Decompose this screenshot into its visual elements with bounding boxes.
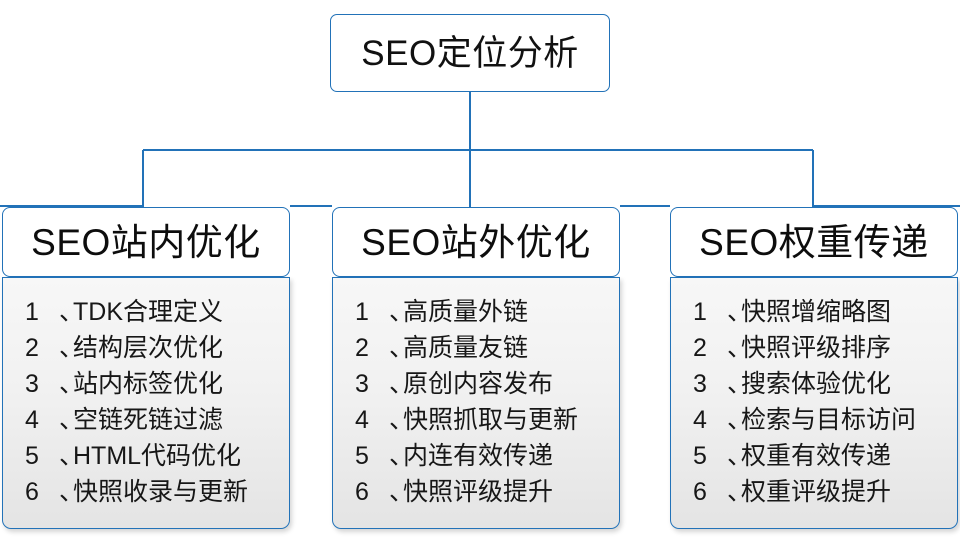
list-item-label: 高质量友链 <box>403 334 529 362</box>
list-item-index: 6 <box>355 478 369 506</box>
branch-column-2: SEO站外优化 1 、 高质量外链 2 、 高质量友链 3 、 原创内容发布 <box>332 207 620 529</box>
list-item-label: 内连有效传递 <box>403 442 554 470</box>
list-item-index: 6 <box>693 478 707 506</box>
list-item-index: 5 <box>25 442 39 470</box>
list-item[interactable]: 6 、 快照收录与更新 <box>25 472 289 508</box>
list-item-separator: 、 <box>389 478 415 506</box>
list-item-index: 5 <box>355 442 369 470</box>
branch-header-3[interactable]: SEO权重传递 <box>670 207 958 277</box>
list-item[interactable]: 2 、 快照评级排序 <box>693 328 957 364</box>
list-item-label: HTML代码优化 <box>73 442 242 470</box>
list-item-separator: 、 <box>727 406 753 434</box>
list-item-index: 1 <box>355 298 369 326</box>
list-item-separator: 、 <box>727 370 753 398</box>
list-item[interactable]: 5 、 内连有效传递 <box>355 436 619 472</box>
branch-header-1[interactable]: SEO站内优化 <box>2 207 290 277</box>
list-item-separator: 、 <box>727 442 753 470</box>
list-item-index: 2 <box>693 334 707 362</box>
list-item-separator: 、 <box>389 298 415 326</box>
list-item-label: 快照收录与更新 <box>73 478 249 506</box>
list-item-index: 3 <box>693 370 707 398</box>
branch-body-1: 1 、 TDK合理定义 2 、 结构层次优化 3 、 站内标签优化 4 、 <box>2 277 290 529</box>
list-item-label: 搜索体验优化 <box>741 370 892 398</box>
list-item-index: 4 <box>693 406 707 434</box>
branch-body-3: 1 、 快照增缩略图 2 、 快照评级排序 3 、 搜索体验优化 4 、 <box>670 277 958 529</box>
list-item-separator: 、 <box>389 334 415 362</box>
list-item-label: 原创内容发布 <box>403 370 554 398</box>
list-item-label: 快照评级排序 <box>741 334 892 362</box>
list-item-label: 权重评级提升 <box>741 478 892 506</box>
list-item-label: 权重有效传递 <box>741 442 892 470</box>
list-item-index: 4 <box>355 406 369 434</box>
list-item[interactable]: 2 、 高质量友链 <box>355 328 619 364</box>
branch-column-1: SEO站内优化 1 、 TDK合理定义 2 、 结构层次优化 3 、 站内标签优… <box>2 207 290 529</box>
list-item-separator: 、 <box>59 442 85 470</box>
list-item-separator: 、 <box>59 298 85 326</box>
list-item-index: 5 <box>693 442 707 470</box>
list-item-label: 高质量外链 <box>403 298 529 326</box>
list-item[interactable]: 2 、 结构层次优化 <box>25 328 289 364</box>
list-item-index: 3 <box>25 370 39 398</box>
branch-header-label-2: SEO站外优化 <box>361 221 591 263</box>
list-item-separator: 、 <box>389 406 415 434</box>
list-item[interactable]: 3 、 原创内容发布 <box>355 364 619 400</box>
branch-header-label-1: SEO站内优化 <box>31 221 261 263</box>
list-item[interactable]: 1 、 高质量外链 <box>355 292 619 328</box>
branch-item-list-3: 1 、 快照增缩略图 2 、 快照评级排序 3 、 搜索体验优化 4 、 <box>671 292 957 508</box>
branch-header-2[interactable]: SEO站外优化 <box>332 207 620 277</box>
list-item-label: TDK合理定义 <box>73 298 224 326</box>
list-item-index: 1 <box>25 298 39 326</box>
branch-column-3: SEO权重传递 1 、 快照增缩略图 2 、 快照评级排序 3 、 搜索体验优化 <box>670 207 958 529</box>
list-item-label: 检索与目标访问 <box>741 406 917 434</box>
list-item-separator: 、 <box>727 334 753 362</box>
list-item[interactable]: 5 、 权重有效传递 <box>693 436 957 472</box>
list-item-label: 站内标签优化 <box>73 370 224 398</box>
list-item-separator: 、 <box>59 334 85 362</box>
branch-body-2: 1 、 高质量外链 2 、 高质量友链 3 、 原创内容发布 4 、 快 <box>332 277 620 529</box>
list-item-separator: 、 <box>389 370 415 398</box>
list-item-separator: 、 <box>727 298 753 326</box>
list-item-label: 快照抓取与更新 <box>403 406 579 434</box>
list-item-index: 2 <box>355 334 369 362</box>
list-item[interactable]: 5 、 HTML代码优化 <box>25 436 289 472</box>
list-item[interactable]: 6 、 快照评级提升 <box>355 472 619 508</box>
list-item[interactable]: 1 、 TDK合理定义 <box>25 292 289 328</box>
list-item-separator: 、 <box>727 478 753 506</box>
list-item-label: 结构层次优化 <box>73 334 224 362</box>
branch-item-list-1: 1 、 TDK合理定义 2 、 结构层次优化 3 、 站内标签优化 4 、 <box>3 292 289 508</box>
list-item-separator: 、 <box>59 370 85 398</box>
list-item-separator: 、 <box>59 406 85 434</box>
list-item-label: 空链死链过滤 <box>73 406 224 434</box>
list-item[interactable]: 6 、 权重评级提升 <box>693 472 957 508</box>
list-item[interactable]: 1 、 快照增缩略图 <box>693 292 957 328</box>
list-item-separator: 、 <box>59 478 85 506</box>
list-item-index: 2 <box>25 334 39 362</box>
list-item[interactable]: 3 、 站内标签优化 <box>25 364 289 400</box>
branch-item-list-2: 1 、 高质量外链 2 、 高质量友链 3 、 原创内容发布 4 、 快 <box>333 292 619 508</box>
root-node[interactable]: SEO定位分析 <box>330 14 610 92</box>
list-item-separator: 、 <box>389 442 415 470</box>
root-node-label: SEO定位分析 <box>361 33 579 73</box>
list-item-label: 快照评级提升 <box>403 478 554 506</box>
list-item[interactable]: 4 、 空链死链过滤 <box>25 400 289 436</box>
list-item-index: 4 <box>25 406 39 434</box>
list-item[interactable]: 4 、 快照抓取与更新 <box>355 400 619 436</box>
list-item-label: 快照增缩略图 <box>741 298 892 326</box>
list-item-index: 1 <box>693 298 707 326</box>
list-item[interactable]: 3 、 搜索体验优化 <box>693 364 957 400</box>
list-item[interactable]: 4 、 检索与目标访问 <box>693 400 957 436</box>
branch-header-label-3: SEO权重传递 <box>699 221 929 263</box>
list-item-index: 3 <box>355 370 369 398</box>
list-item-index: 6 <box>25 478 39 506</box>
